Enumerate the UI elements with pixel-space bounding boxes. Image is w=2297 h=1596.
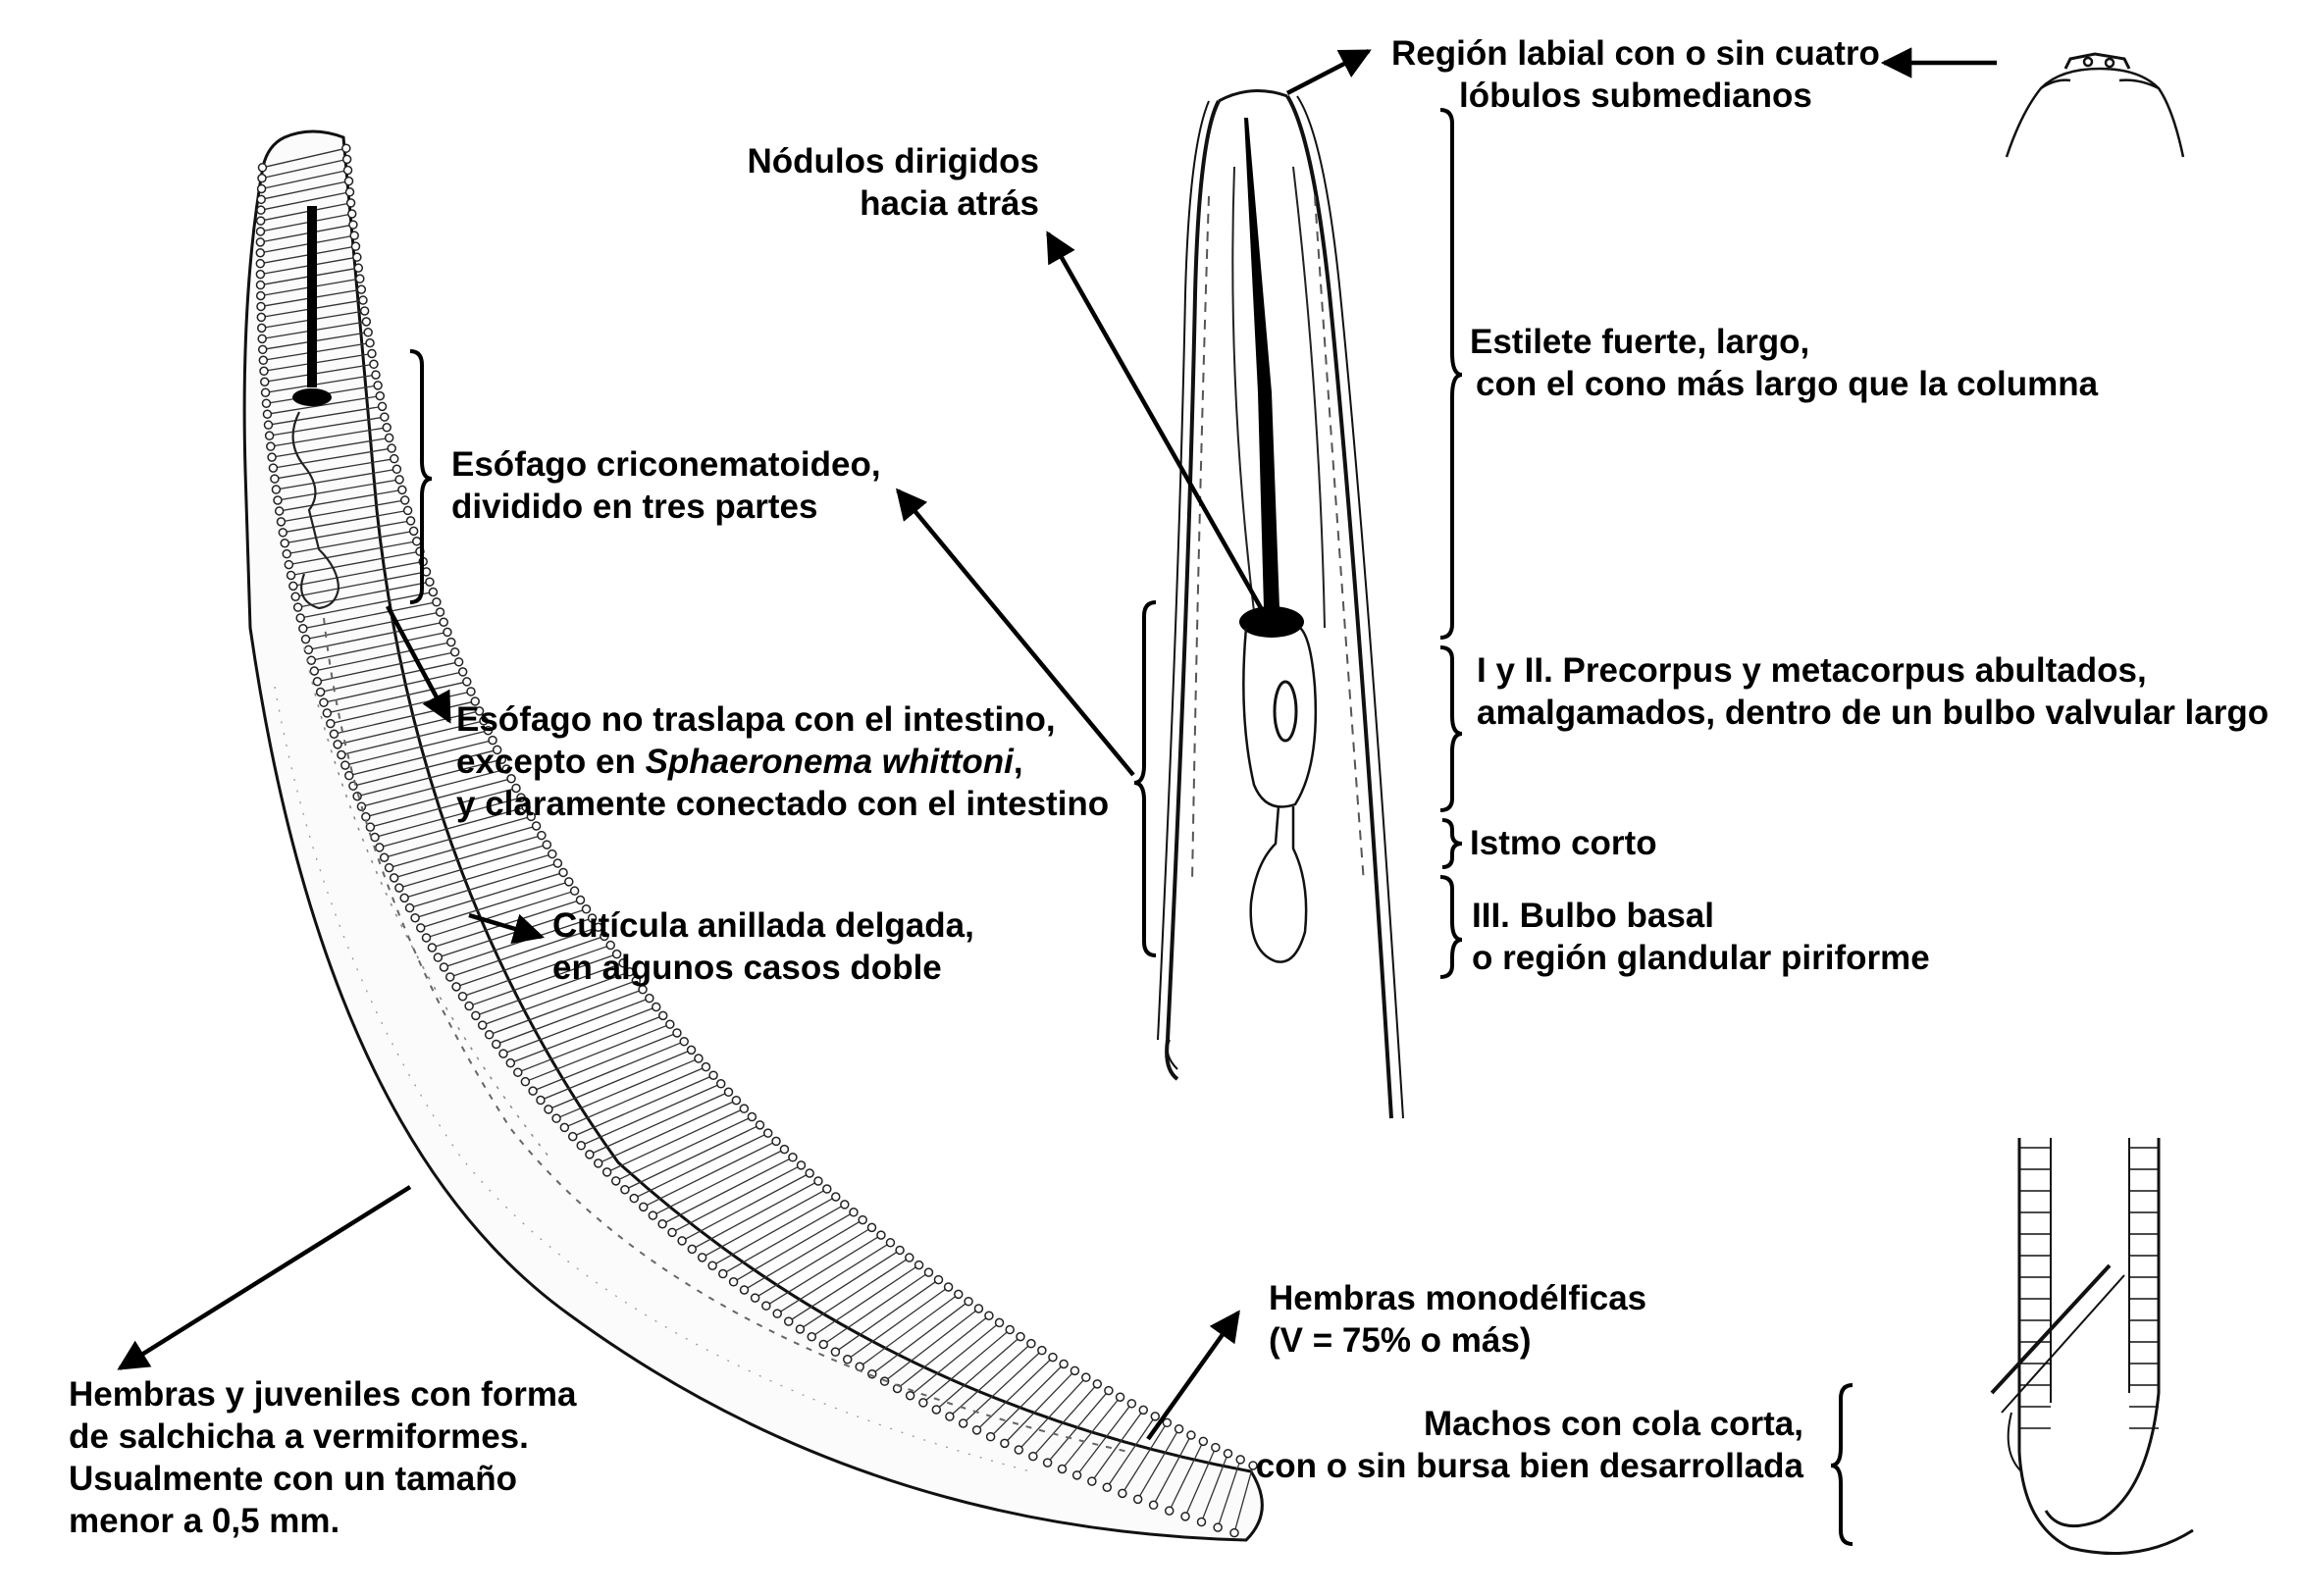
arrows <box>117 47 1997 1441</box>
spicule <box>1990 1263 2112 1395</box>
label-estilete: Estilete fuerte, largo,con el cono más l… <box>1470 323 2099 403</box>
body-intestine <box>323 617 1129 1453</box>
label-machos: Machos con cola corta,con o sin bursa bi… <box>1255 1405 1803 1485</box>
stylet-cone <box>1244 118 1272 392</box>
label-precorpus-metacorpus: I y II. Precorpus y metacorpus abultados… <box>1477 651 2270 732</box>
brace-precorpus <box>1439 645 1463 812</box>
label-cuticula: Cutícula anillada delgada,en algunos cas… <box>552 906 974 987</box>
label-istmo-corto: Istmo corto <box>1470 824 1657 862</box>
nematode-body <box>242 129 1264 1542</box>
arrow-esofago-crico <box>895 488 1135 777</box>
arrow-monodelficas <box>1146 1310 1240 1441</box>
male-tail-detail <box>1990 1138 2194 1556</box>
brace-machos <box>1830 1383 1853 1546</box>
brace-istmo <box>1441 818 1463 869</box>
valve <box>1273 680 1298 743</box>
body-outline <box>242 129 1264 1542</box>
stylet-shaft <box>1258 392 1279 608</box>
arrow-labial-left <box>1285 49 1372 95</box>
label-hembras-monodelficas: Hembras monodélficas(V = 75% o más) <box>1269 1279 1647 1360</box>
head-right-cuticle <box>1285 94 1393 1119</box>
stylet-knobs <box>1239 606 1304 638</box>
brace-esofago-body <box>409 349 433 604</box>
brace-esophagus-head <box>1133 600 1157 957</box>
arrow-nodulos <box>1046 231 1266 615</box>
cuticle-annuli-edge <box>255 143 1258 1538</box>
cuticle-rings <box>260 147 1254 1533</box>
head-left-cuticle <box>1165 100 1221 1081</box>
arrow-traslapa <box>386 604 451 724</box>
head-bottom-left <box>1166 1039 1178 1070</box>
label-esofago-no-traslapa: Esófago no traslapa con el intestino, ex… <box>456 700 1110 823</box>
brace-bulbo <box>1439 875 1463 979</box>
body-esophagus <box>291 411 340 610</box>
body-stylet-knobs <box>292 388 332 406</box>
metacorpus <box>1242 627 1318 808</box>
arrow-cuticula <box>468 912 546 945</box>
labial-region-sketch <box>2005 52 2185 158</box>
brace-estilete <box>1439 108 1463 640</box>
anterior-region-detail <box>1157 89 1404 1119</box>
braces <box>409 108 1853 1546</box>
label-esofago-criconematoideo: Esófago criconematoideo,dividido en tres… <box>451 445 881 526</box>
arrow-hembras-juv <box>117 1185 412 1370</box>
